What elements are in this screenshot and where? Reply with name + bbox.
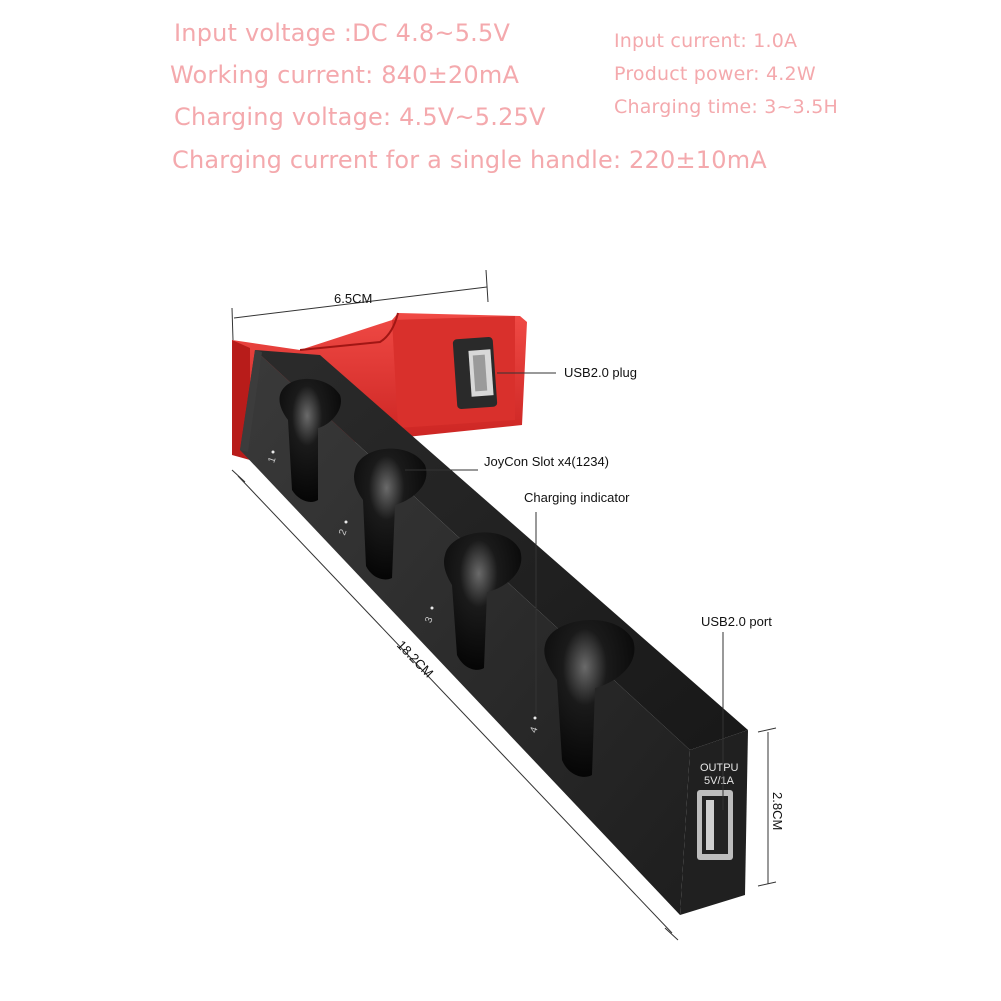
spec-charging-time: Charging time: 3~3.5H <box>614 96 838 118</box>
joycon-slot-2 <box>353 448 427 580</box>
usb-plug-callout: USB2.0 plug <box>564 365 637 380</box>
port-label-line2: 5V/1A <box>704 775 735 787</box>
usb-port-callout: USB2.0 port <box>701 614 772 629</box>
dimension-width-label: 6.5CM <box>334 291 372 306</box>
slot-number-4: 4 <box>528 725 540 734</box>
dimension-height-label: 2.8CM <box>770 792 785 830</box>
spec-single-handle-current: Charging current for a single handle: 22… <box>172 146 767 174</box>
joycon-slot-4 <box>544 620 635 777</box>
spec-input-current: Input current: 1.0A <box>614 30 798 52</box>
spec-input-voltage: Input voltage :DC 4.8~5.5V <box>174 19 511 47</box>
charging-indicator-callout: Charging indicator <box>524 490 630 505</box>
slot-number-3: 3 <box>423 615 435 624</box>
dimension-length-line <box>231 469 679 941</box>
usb-plug <box>452 336 498 410</box>
joycon-slot-1 <box>279 378 341 502</box>
spec-working-current: Working current: 840±20mA <box>170 61 520 89</box>
indicator-led-4 <box>533 716 537 720</box>
slot-number-2: 2 <box>337 527 349 536</box>
spec-product-power: Product power: 4.2W <box>614 63 816 85</box>
joycon-slot-callout: JoyCon Slot x4(1234) <box>484 454 609 469</box>
indicator-led-1 <box>271 450 275 454</box>
indicator-led-3 <box>430 606 434 610</box>
slot-number-1: 1 <box>266 455 278 464</box>
spec-charging-voltage: Charging voltage: 4.5V~5.25V <box>174 103 546 131</box>
port-label-line1: OUTPU <box>700 762 739 774</box>
joycon-slot-3 <box>443 532 522 670</box>
usb-port: OUTPU 5V/1A <box>697 762 739 860</box>
dimension-width-line <box>231 269 489 341</box>
dimension-height-line <box>757 727 777 887</box>
indicator-led-2 <box>344 520 348 524</box>
